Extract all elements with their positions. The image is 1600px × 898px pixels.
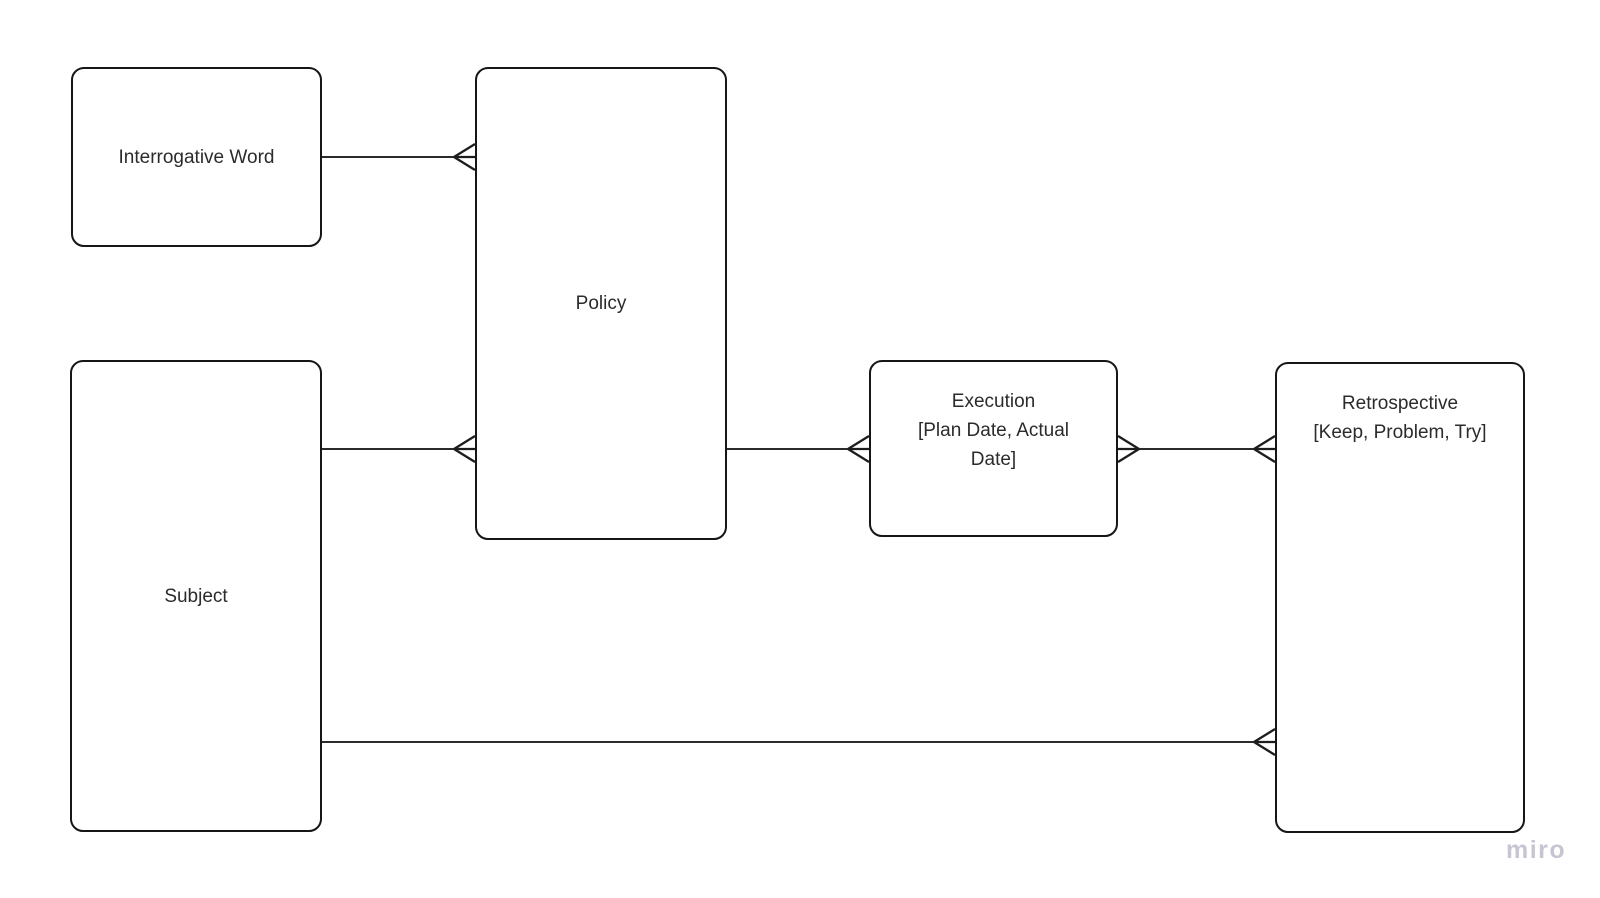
node-label: Interrogative Word (118, 146, 275, 168)
node-label: Date] (970, 449, 1017, 470)
node-label: Subject (164, 585, 228, 607)
crows-foot-many-icon (1253, 435, 1276, 463)
crows-foot-many-icon (1117, 435, 1140, 463)
node-retrospective[interactable]: Retrospective [Keep, Problem, Try] (1275, 362, 1525, 833)
connector-interrogative-word-to-policy[interactable] (322, 143, 476, 171)
connector-subject-to-policy[interactable] (322, 435, 476, 463)
crows-foot-many-icon (453, 143, 476, 171)
node-label: [Plan Date, Actual (917, 420, 1070, 441)
node-label: [Keep, Problem, Try] (1313, 422, 1487, 443)
connector-execution-to-retrospective[interactable] (1117, 435, 1276, 463)
node-label: Policy (575, 293, 627, 314)
node-label: Execution (951, 391, 1036, 412)
crows-foot-many-icon (847, 435, 870, 463)
node-label: Retrospective (1341, 393, 1459, 414)
connector-subject-to-retrospective[interactable] (322, 728, 1276, 756)
node-interrogative-word[interactable]: Interrogative Word (71, 67, 322, 247)
node-policy[interactable]: Policy (475, 67, 727, 540)
connector-policy-to-execution[interactable] (727, 435, 870, 463)
crows-foot-many-icon (1253, 728, 1276, 756)
node-subject[interactable]: Subject (70, 360, 322, 832)
miro-watermark: miro (1506, 836, 1567, 864)
crows-foot-many-icon (453, 435, 476, 463)
node-execution[interactable]: Execution [Plan Date, Actual Date] (869, 360, 1118, 537)
